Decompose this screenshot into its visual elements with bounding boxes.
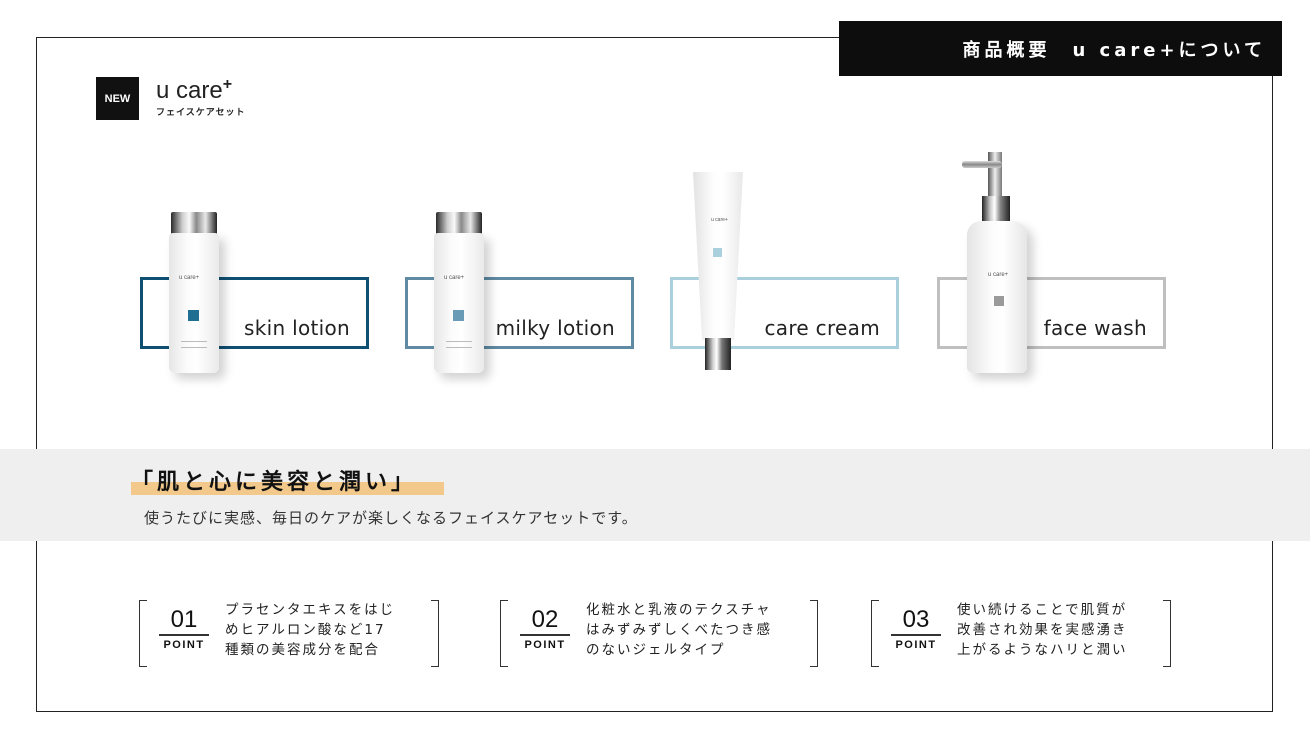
desc-line: 改善され効果を実感湧き xyxy=(957,622,1128,638)
point-label: POINT xyxy=(163,639,205,651)
point-01: 01 POINT プラセンタエキスをはじ めヒアルロン酸など17 種類の美容成分… xyxy=(139,600,439,667)
point-description: 使い続けることで肌質が 改善され効果を実感湧き 上がるようなハリと潤い xyxy=(957,600,1162,660)
section-title-bar: 商品概要 u care+について xyxy=(839,21,1282,76)
bottle-body: u care+ xyxy=(434,233,484,373)
label-line xyxy=(181,341,207,342)
color-swatch xyxy=(453,310,464,321)
bracket-right xyxy=(810,600,818,667)
product-label-care-cream: care cream xyxy=(764,316,880,340)
bottle-brand: u care+ xyxy=(179,275,200,281)
label-line xyxy=(446,341,472,342)
product-frame-face-wash: face wash xyxy=(937,277,1166,349)
product-label-face-wash: face wash xyxy=(1043,316,1147,340)
bottle-body: u care+ xyxy=(169,233,219,373)
label-line xyxy=(446,347,472,348)
desc-line: プラセンタエキスをはじ xyxy=(225,602,396,618)
bracket-left xyxy=(139,600,147,667)
point-description: 化粧水と乳液のテクスチャ はみずみずしくべたつき感 のないジェルタイプ xyxy=(586,600,811,660)
desc-line: 種類の美容成分を配合 xyxy=(225,642,380,658)
logo-plus: + xyxy=(222,76,233,93)
brand-logo: u care+ フェイスケアセット xyxy=(156,76,246,118)
bracket-left xyxy=(500,600,508,667)
logo-text: u care xyxy=(156,77,223,104)
desc-line: 上がるようなハリと潤い xyxy=(957,642,1128,658)
new-badge: NEW xyxy=(96,77,139,120)
point-divider xyxy=(520,634,570,636)
product-frame-milky-lotion: milky lotion xyxy=(405,277,634,349)
desc-line: はみずみずしくべたつき感 xyxy=(586,622,772,638)
subline: 使うたびに実感、毎日のケアが楽しくなるフェイスケアセットです。 xyxy=(144,509,638,527)
care-cream-tube-image: u care+ xyxy=(693,172,743,372)
point-number: 02 xyxy=(531,606,559,633)
face-wash-pump-bottle-image: u care+ xyxy=(960,152,1040,377)
point-label: POINT xyxy=(524,639,566,651)
desc-line: のないジェルタイプ xyxy=(586,642,726,658)
pump-brand: u care+ xyxy=(988,272,1009,278)
label-line xyxy=(181,347,207,348)
tube-brand: u care+ xyxy=(711,217,728,223)
logo-subtitle: フェイスケアセット xyxy=(156,108,246,118)
pump-stem xyxy=(988,152,1002,196)
desc-line: 化粧水と乳液のテクスチャ xyxy=(586,602,772,618)
color-swatch xyxy=(994,296,1004,306)
color-swatch xyxy=(713,248,722,257)
desc-line: めヒアルロン酸など17 xyxy=(225,622,386,638)
point-02: 02 POINT 化粧水と乳液のテクスチャ はみずみずしくべたつき感 のないジェ… xyxy=(500,600,818,667)
bottle-brand: u care+ xyxy=(444,275,465,281)
tagline-band xyxy=(0,449,1310,541)
color-swatch xyxy=(188,310,199,321)
point-label: POINT xyxy=(895,639,937,651)
bracket-right xyxy=(1163,600,1171,667)
product-frame-skin-lotion: skin lotion xyxy=(140,277,369,349)
pump-collar xyxy=(982,196,1010,222)
logo-wordmark: u care+ xyxy=(156,76,246,104)
pump-nozzle xyxy=(962,161,1002,168)
headline-highlight xyxy=(131,482,444,495)
section-title: 商品概要 u care+について xyxy=(962,39,1266,61)
point-03: 03 POINT 使い続けることで肌質が 改善され効果を実感湧き 上がるようなハ… xyxy=(871,600,1171,667)
headline: 「肌と心に美容と潤い」 xyxy=(131,470,418,495)
product-label-milky-lotion: milky lotion xyxy=(495,316,615,340)
point-description: プラセンタエキスをはじ めヒアルロン酸など17 種類の美容成分を配合 xyxy=(225,600,430,660)
product-label-skin-lotion: skin lotion xyxy=(244,316,350,340)
product-frame-care-cream: care cream xyxy=(670,277,899,349)
point-number: 01 xyxy=(170,606,198,633)
bottle-cap xyxy=(171,212,217,234)
point-divider xyxy=(159,634,209,636)
point-divider xyxy=(891,634,941,636)
point-number: 03 xyxy=(902,606,930,633)
desc-line: 使い続けることで肌質が xyxy=(957,602,1128,618)
tube-cap xyxy=(705,338,731,370)
bottle-cap xyxy=(436,212,482,234)
bracket-right xyxy=(431,600,439,667)
bracket-left xyxy=(871,600,879,667)
content-frame xyxy=(36,37,1273,712)
headline-block: 「肌と心に美容と潤い」 xyxy=(131,464,444,496)
